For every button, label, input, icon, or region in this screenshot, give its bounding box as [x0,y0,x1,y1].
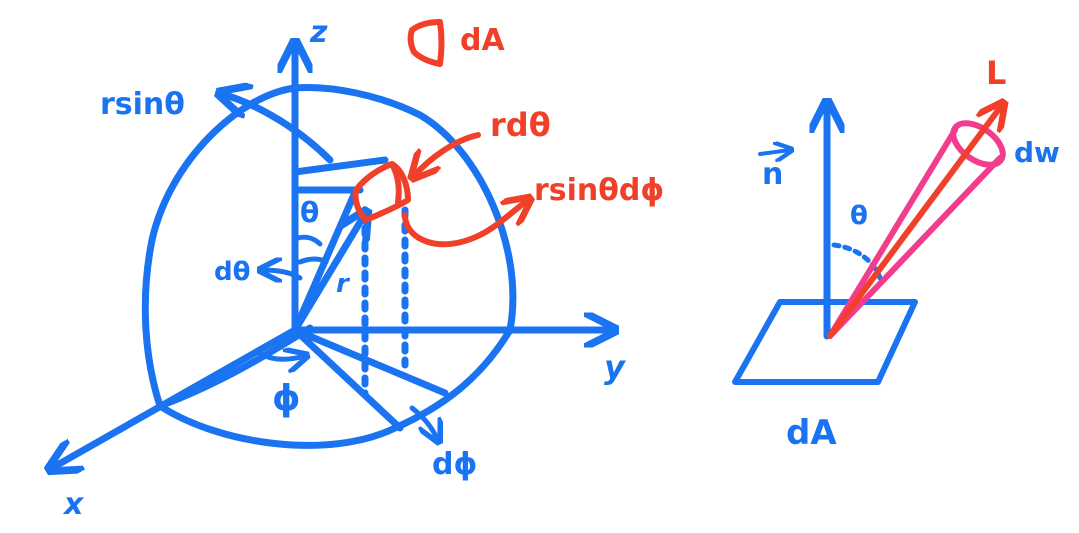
d-phi-arrow [409,405,438,440]
sphere-outline [141,84,517,449]
patch-outline [352,161,411,223]
r-sin-theta-arrow [222,94,334,164]
theta-label-right: θ [850,201,868,231]
r-sin-theta-d-phi-label: rsinθdϕ [534,173,664,208]
left-red-labels: dA rdθ rsinθdϕ [460,23,664,208]
legend-patch-icon [407,19,445,67]
phi-arc [255,352,305,359]
patch-curve [389,161,402,205]
d-theta-arrow [262,270,303,278]
ray-label: L [986,54,1006,92]
right-labels: θ dw dA [786,136,1060,453]
solid-angle-label: dw [1014,136,1060,169]
legend-dA-label: dA [460,23,505,58]
area-patch [732,299,918,385]
x-axis-label: x [62,487,85,522]
ray-L [827,105,1002,339]
solid-angle-cone [827,127,1003,339]
x-axis [52,326,299,468]
r-d-theta-label: rdθ [490,106,551,144]
r-sin-theta-d-phi-arrow [402,200,528,248]
radius-label: r [336,269,351,299]
normal-label-group: n [758,150,790,192]
r-d-theta-arrow [414,132,481,176]
polar-line [291,156,389,176]
left-labels: z y x θ r dθ ϕ dϕ rsinθ [62,15,626,522]
sphere-diagram [52,45,612,468]
meridian-line-2 [291,326,449,397]
y-axis-label: y [604,348,626,386]
theta-arc [295,234,323,247]
normal-label: n [762,157,783,192]
area-label: dA [786,413,837,453]
phi-label: ϕ [272,378,301,419]
surface-patch [352,19,528,248]
d-phi-label: dϕ [432,447,477,482]
d-theta-arc [297,256,329,265]
radiance-diagram [732,105,1010,385]
theta-label: θ [300,196,319,229]
z-axis-label: z [309,15,328,50]
r-sin-theta-label: rsinθ [100,87,185,122]
meridian-line [291,326,404,432]
normal-label-arrow [758,150,790,154]
d-theta-label: dθ [214,257,250,287]
